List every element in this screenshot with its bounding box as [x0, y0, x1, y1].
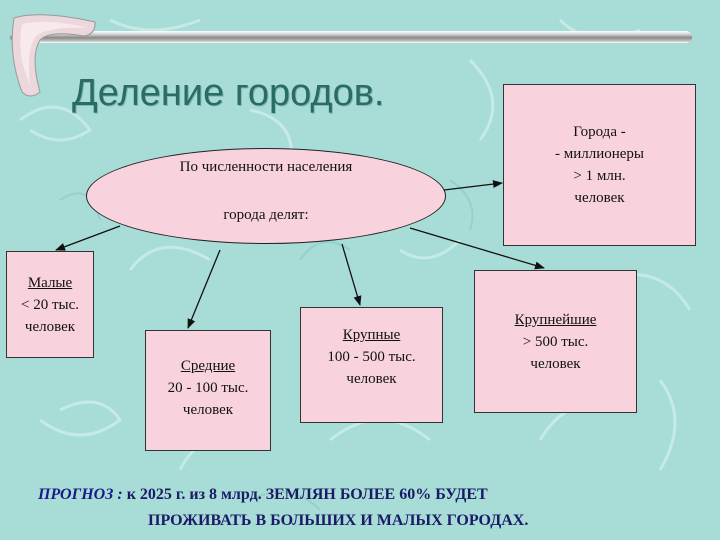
- forecast-line1: к 2025 г. из 8 млрд. ЗЕМЛЯН БОЛЕЕ 60% БУ…: [122, 486, 488, 503]
- ellipse-text-line2: города делят:: [223, 207, 309, 223]
- box-million-line2: - миллионеры: [554, 146, 645, 162]
- arrow-to-medium: [187, 249, 221, 329]
- box-large-heading: Крупные: [342, 327, 401, 343]
- classification-ellipse: По численности населения города делят:: [86, 148, 446, 244]
- arrow-to-small: [55, 225, 121, 251]
- arrow-to-large: [341, 243, 362, 306]
- box-largest-heading: Крупнейшие: [514, 312, 597, 328]
- box-medium-heading: Средние: [180, 358, 236, 374]
- box-large-cities: Крупные 100 - 500 тыс. человек: [300, 307, 443, 423]
- box-medium-cities: Средние 20 - 100 тыс. человек: [145, 330, 271, 451]
- forecast-note: ПРОГНОЗ : к 2025 г. из 8 млрд. ЗЕМЛЯН БО…: [38, 482, 698, 534]
- box-small-heading: Малые: [27, 275, 73, 291]
- ellipse-text-line1: По численности населения: [179, 159, 353, 175]
- box-largest-cities: Крупнейшие > 500 тыс. человек: [474, 270, 637, 413]
- slide-title: Деление городов.: [72, 72, 385, 114]
- box-small-line3: человек: [24, 319, 76, 335]
- header-bar: [10, 31, 692, 43]
- box-large-line2: 100 - 500 тыс.: [327, 349, 416, 365]
- box-million-line3: > 1 млн.: [573, 168, 626, 184]
- box-million-cities: Города - - миллионеры > 1 млн. человек: [503, 84, 696, 246]
- forecast-line2: ПРОЖИВАТЬ В БОЛЬШИХ И МАЛЫХ ГОРОДАХ.: [148, 512, 529, 529]
- box-million-line1: Города -: [573, 124, 626, 140]
- box-small-cities: Малые < 20 тыс. человек: [6, 251, 94, 358]
- box-medium-line3: человек: [182, 402, 234, 418]
- box-small-line2: < 20 тыс.: [20, 297, 79, 313]
- box-largest-line2: > 500 тыс.: [522, 334, 589, 350]
- forecast-label: ПРОГНОЗ :: [38, 486, 123, 503]
- box-medium-line2: 20 - 100 тыс.: [167, 380, 249, 396]
- box-million-line4: человек: [574, 190, 625, 206]
- arrow-to-million: [443, 180, 503, 191]
- box-largest-line3: человек: [530, 356, 581, 372]
- boomerang-logo: [11, 14, 96, 97]
- box-large-line3: человек: [346, 371, 397, 387]
- arrow-to-largest: [409, 227, 545, 270]
